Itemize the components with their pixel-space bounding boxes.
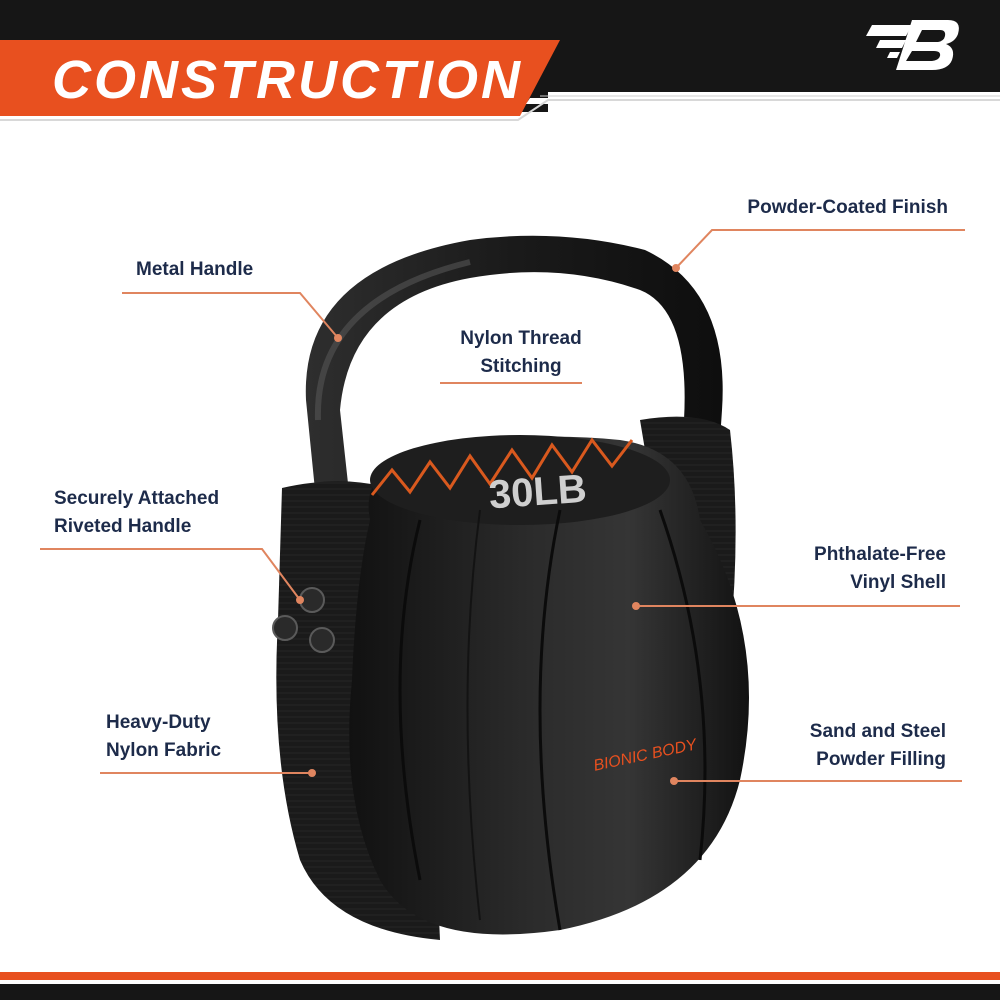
callout-powder-coated-finish: Powder-Coated Finish: [747, 197, 948, 218]
kettlebell-image: [272, 235, 749, 940]
weight-label: 30LB: [487, 467, 588, 518]
callout-vinyl-shell: Phthalate-Free Vinyl Shell: [814, 544, 946, 593]
leader-line-powder-coated-finish: [675, 229, 965, 269]
callout-riveted-handle: Securely Attached Riveted Handle: [54, 488, 220, 537]
footer-band: [0, 972, 1000, 1000]
leader-line-riveted-handle: [40, 548, 301, 601]
callout-filling: Sand and Steel Powder Filling: [809, 721, 946, 770]
leader-dots: [296, 264, 680, 785]
leader-lines: [40, 229, 965, 782]
page-title: CONSTRUCTION: [52, 50, 523, 110]
header-band: [0, 0, 1000, 121]
callout-nylon-fabric: Heavy-Duty Nylon Fabric: [106, 712, 222, 761]
callout-metal-handle: Metal Handle: [136, 259, 254, 280]
brand-logo-icon: [866, 20, 959, 70]
leader-line-metal-handle: [122, 292, 339, 339]
callout-nylon-thread-stitching: Nylon Thread Stitching: [460, 328, 582, 377]
